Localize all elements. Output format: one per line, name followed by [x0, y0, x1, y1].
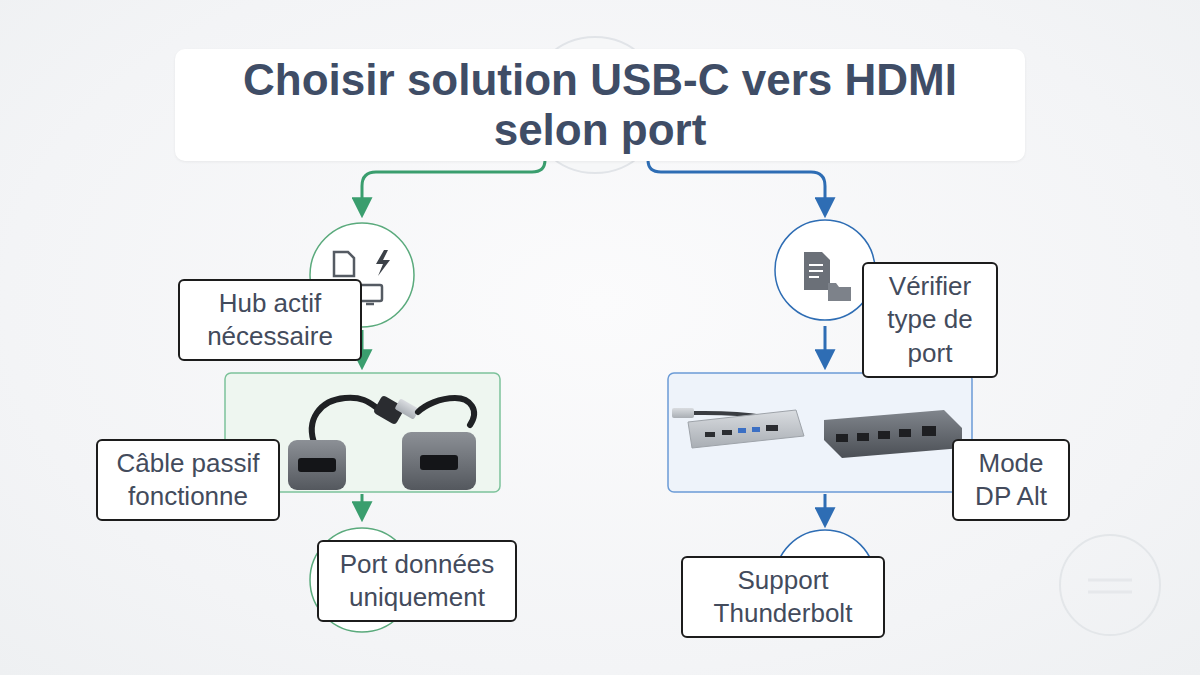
art-shape: [722, 430, 732, 435]
title-text: Choisir solution USB-C vers HDMI selon p…: [195, 55, 1005, 154]
callout-box: Port données uniquement: [317, 540, 517, 623]
watermark-logo: [1060, 535, 1160, 635]
hub-panel: [668, 373, 972, 492]
callout-text: Support Thunderbolt: [693, 564, 873, 631]
art-shape: [752, 427, 760, 432]
callout-text: Port données uniquement: [329, 548, 505, 615]
art-shape: [668, 373, 972, 492]
art-shape: [288, 440, 346, 490]
art-shape: [804, 252, 830, 290]
art-shape: [394, 398, 419, 419]
branch-lines: [362, 160, 825, 214]
callout-text: Hub actif nécessaire: [190, 287, 350, 354]
art-shape: [376, 250, 390, 276]
art-shape: [418, 398, 474, 425]
art-shape: [824, 494, 827, 524]
art-shape: [366, 303, 374, 306]
callout-box: Support Thunderbolt: [681, 556, 885, 639]
art-shape: [705, 432, 715, 437]
callout-box: Mode DP Alt: [952, 439, 1070, 522]
title-box: Choisir solution USB-C vers HDMI selon p…: [175, 49, 1025, 160]
callout-text: Mode DP Alt: [964, 447, 1058, 514]
art-shape: [899, 429, 911, 437]
art-shape: [922, 426, 936, 436]
art-shape: [312, 398, 380, 445]
art-shape: [362, 160, 545, 214]
callout-box: Hub actif nécessaire: [178, 279, 362, 362]
art-shape: [828, 283, 851, 301]
art-shape: [688, 410, 804, 448]
art-shape: [1088, 580, 1132, 592]
art-shape: [775, 220, 875, 320]
callout-text: Câble passif fonctionne: [108, 447, 268, 514]
art-shape: [878, 431, 890, 439]
callout-box: Câble passif fonctionne: [96, 439, 280, 522]
callout-text: Vérifier type de port: [874, 270, 986, 370]
art-shape: [334, 252, 354, 276]
art-shape: [648, 160, 825, 214]
art-shape: [402, 432, 476, 490]
art-shape: [361, 494, 364, 518]
art-shape: [1060, 535, 1160, 635]
art-shape: [766, 425, 778, 431]
art-shape: [672, 408, 694, 418]
art-shape: [836, 434, 848, 442]
art-shape: [857, 433, 869, 441]
art-shape: [809, 265, 823, 277]
right-icon-circle: [775, 220, 875, 320]
art-shape: [420, 455, 458, 470]
art-shape: [824, 410, 962, 458]
callout-box: Vérifier type de port: [862, 262, 998, 378]
art-shape: [298, 458, 336, 472]
art-shape: [824, 326, 827, 366]
art-shape: [738, 428, 746, 433]
